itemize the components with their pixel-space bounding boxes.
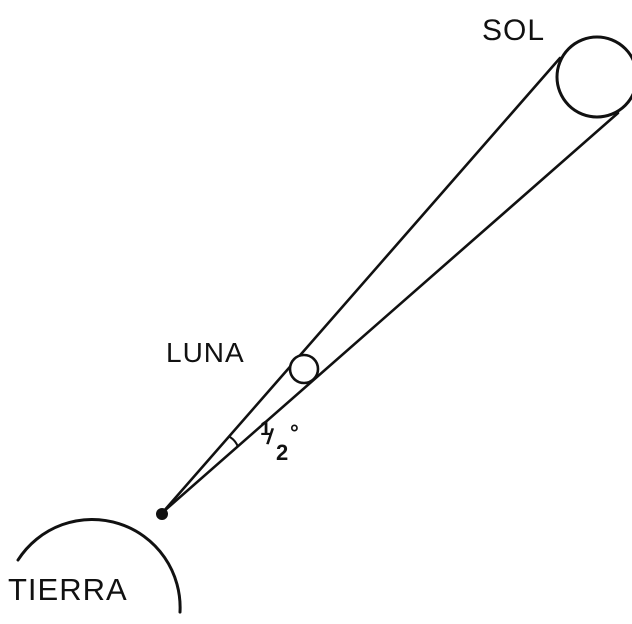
sightline-upper <box>163 58 560 512</box>
sun-label: SOL <box>482 16 545 46</box>
sightline-lower <box>163 113 618 512</box>
sun-circle <box>557 37 632 117</box>
earth-label: TIERRA <box>8 574 128 605</box>
angle-label: 1 / 2 ° <box>260 418 320 478</box>
degree-symbol: ° <box>290 420 299 446</box>
moon-label: LUNA <box>166 339 245 367</box>
observer-dot <box>156 508 168 520</box>
angle-denominator: 2 <box>276 440 288 466</box>
moon-circle <box>290 355 318 383</box>
angle-arc <box>230 437 238 447</box>
